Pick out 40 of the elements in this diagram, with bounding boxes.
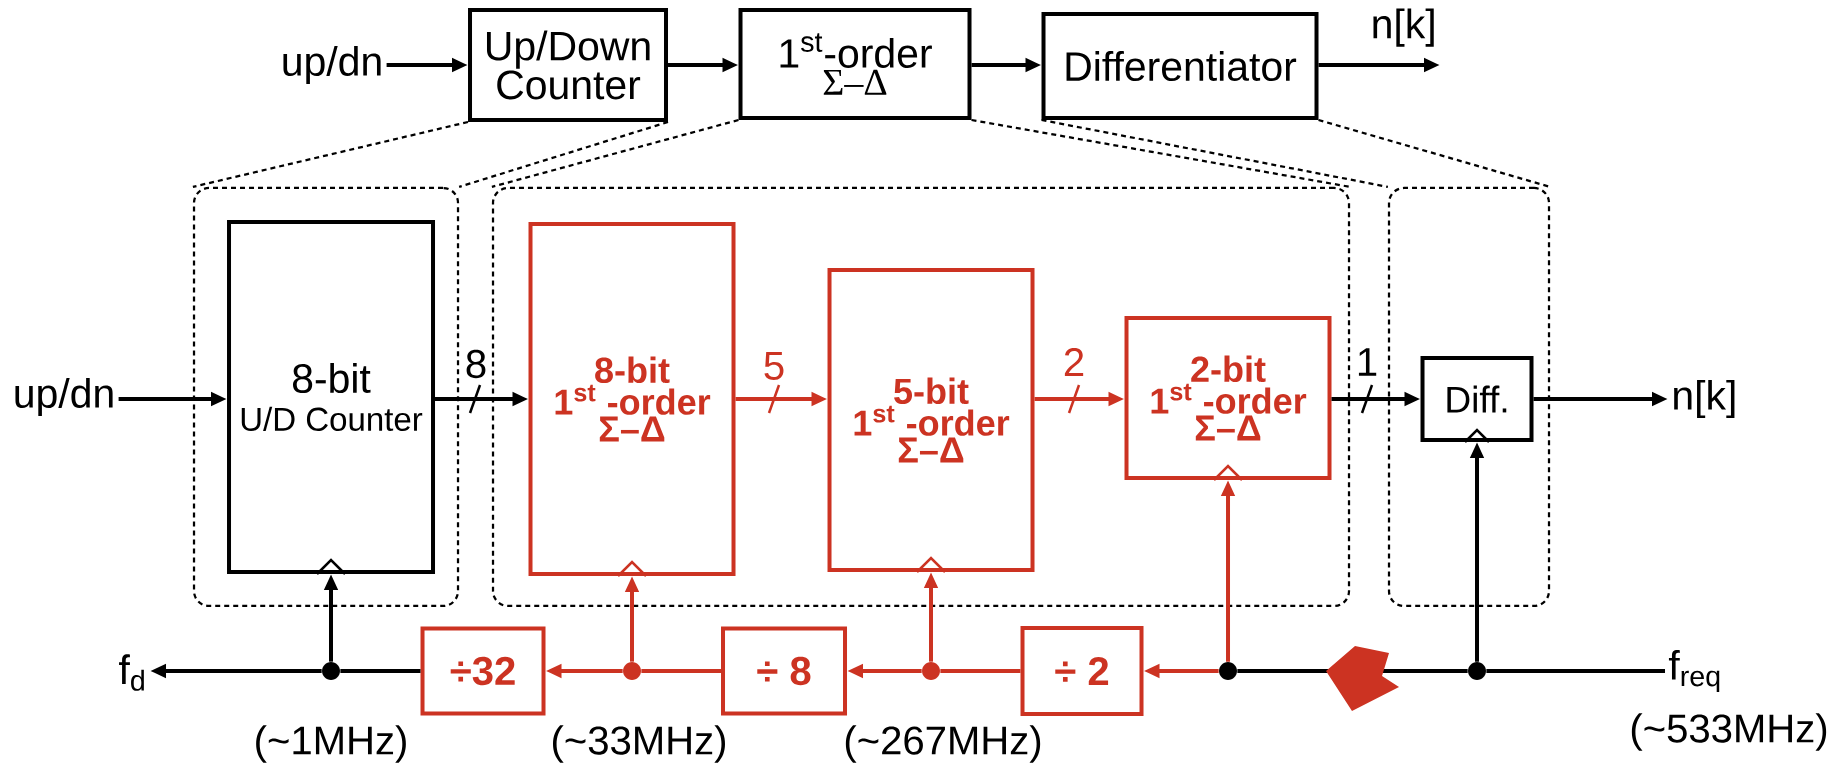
zoom-line xyxy=(491,118,739,188)
connector-line xyxy=(940,669,1021,673)
block-box: 5-bit 1$^{st}$ -order Σ–Δ xyxy=(827,268,1035,572)
block-box: Diff. xyxy=(1420,356,1534,442)
bus-width-label: 2 xyxy=(1061,347,1087,377)
zoom-line xyxy=(458,120,669,188)
dashed-group-outline xyxy=(491,186,1351,608)
frequency-label: (~533MHz) xyxy=(1631,713,1827,751)
zoom-line xyxy=(1041,118,1389,188)
frequency-label: (~1MHz) xyxy=(256,725,406,763)
bus-width-label: 1 xyxy=(1354,347,1380,377)
signal-label: n[k] xyxy=(1373,8,1434,47)
connector-line xyxy=(340,669,421,673)
zoom-line xyxy=(192,120,469,188)
junction-dot xyxy=(322,662,340,680)
block-box: 2-bit 1$^{st}$ -order Σ–Δ xyxy=(1124,316,1332,480)
signal-label: up/dn xyxy=(15,377,113,417)
connector-line xyxy=(641,669,721,673)
bus-width-label: 8 xyxy=(463,348,489,380)
junction-dot xyxy=(1219,662,1237,680)
signal-label: n[k] xyxy=(1674,379,1735,419)
frequency-label: (~267MHz) xyxy=(845,725,1041,763)
junction-dot xyxy=(1468,662,1486,680)
bus-width-label: 5 xyxy=(761,351,787,381)
junction-dot xyxy=(922,662,940,680)
block-box: Up/Down Counter xyxy=(468,8,668,122)
dashed-group-outline xyxy=(192,186,460,608)
junction-dot xyxy=(623,662,641,680)
signal-label: f$_{req}$ xyxy=(1668,649,1720,693)
dashed-group-outline xyxy=(1387,186,1551,608)
signal-label: up/dn xyxy=(283,45,381,85)
block-box: 1$^{st}$-order Σ–Δ xyxy=(738,8,972,120)
zoom-line xyxy=(1318,118,1551,188)
block-box: 8-bit 1$^{st}$ -order Σ–Δ xyxy=(528,222,736,576)
zoom-line xyxy=(971,118,1351,188)
block-box: Differentiator xyxy=(1041,12,1319,120)
connector-line xyxy=(1486,669,1665,673)
signal-label: f$_{d}$ xyxy=(119,654,144,691)
block-box: 8-bit U/D Counter xyxy=(227,220,435,574)
frequency-label: (~33MHz) xyxy=(553,725,725,763)
